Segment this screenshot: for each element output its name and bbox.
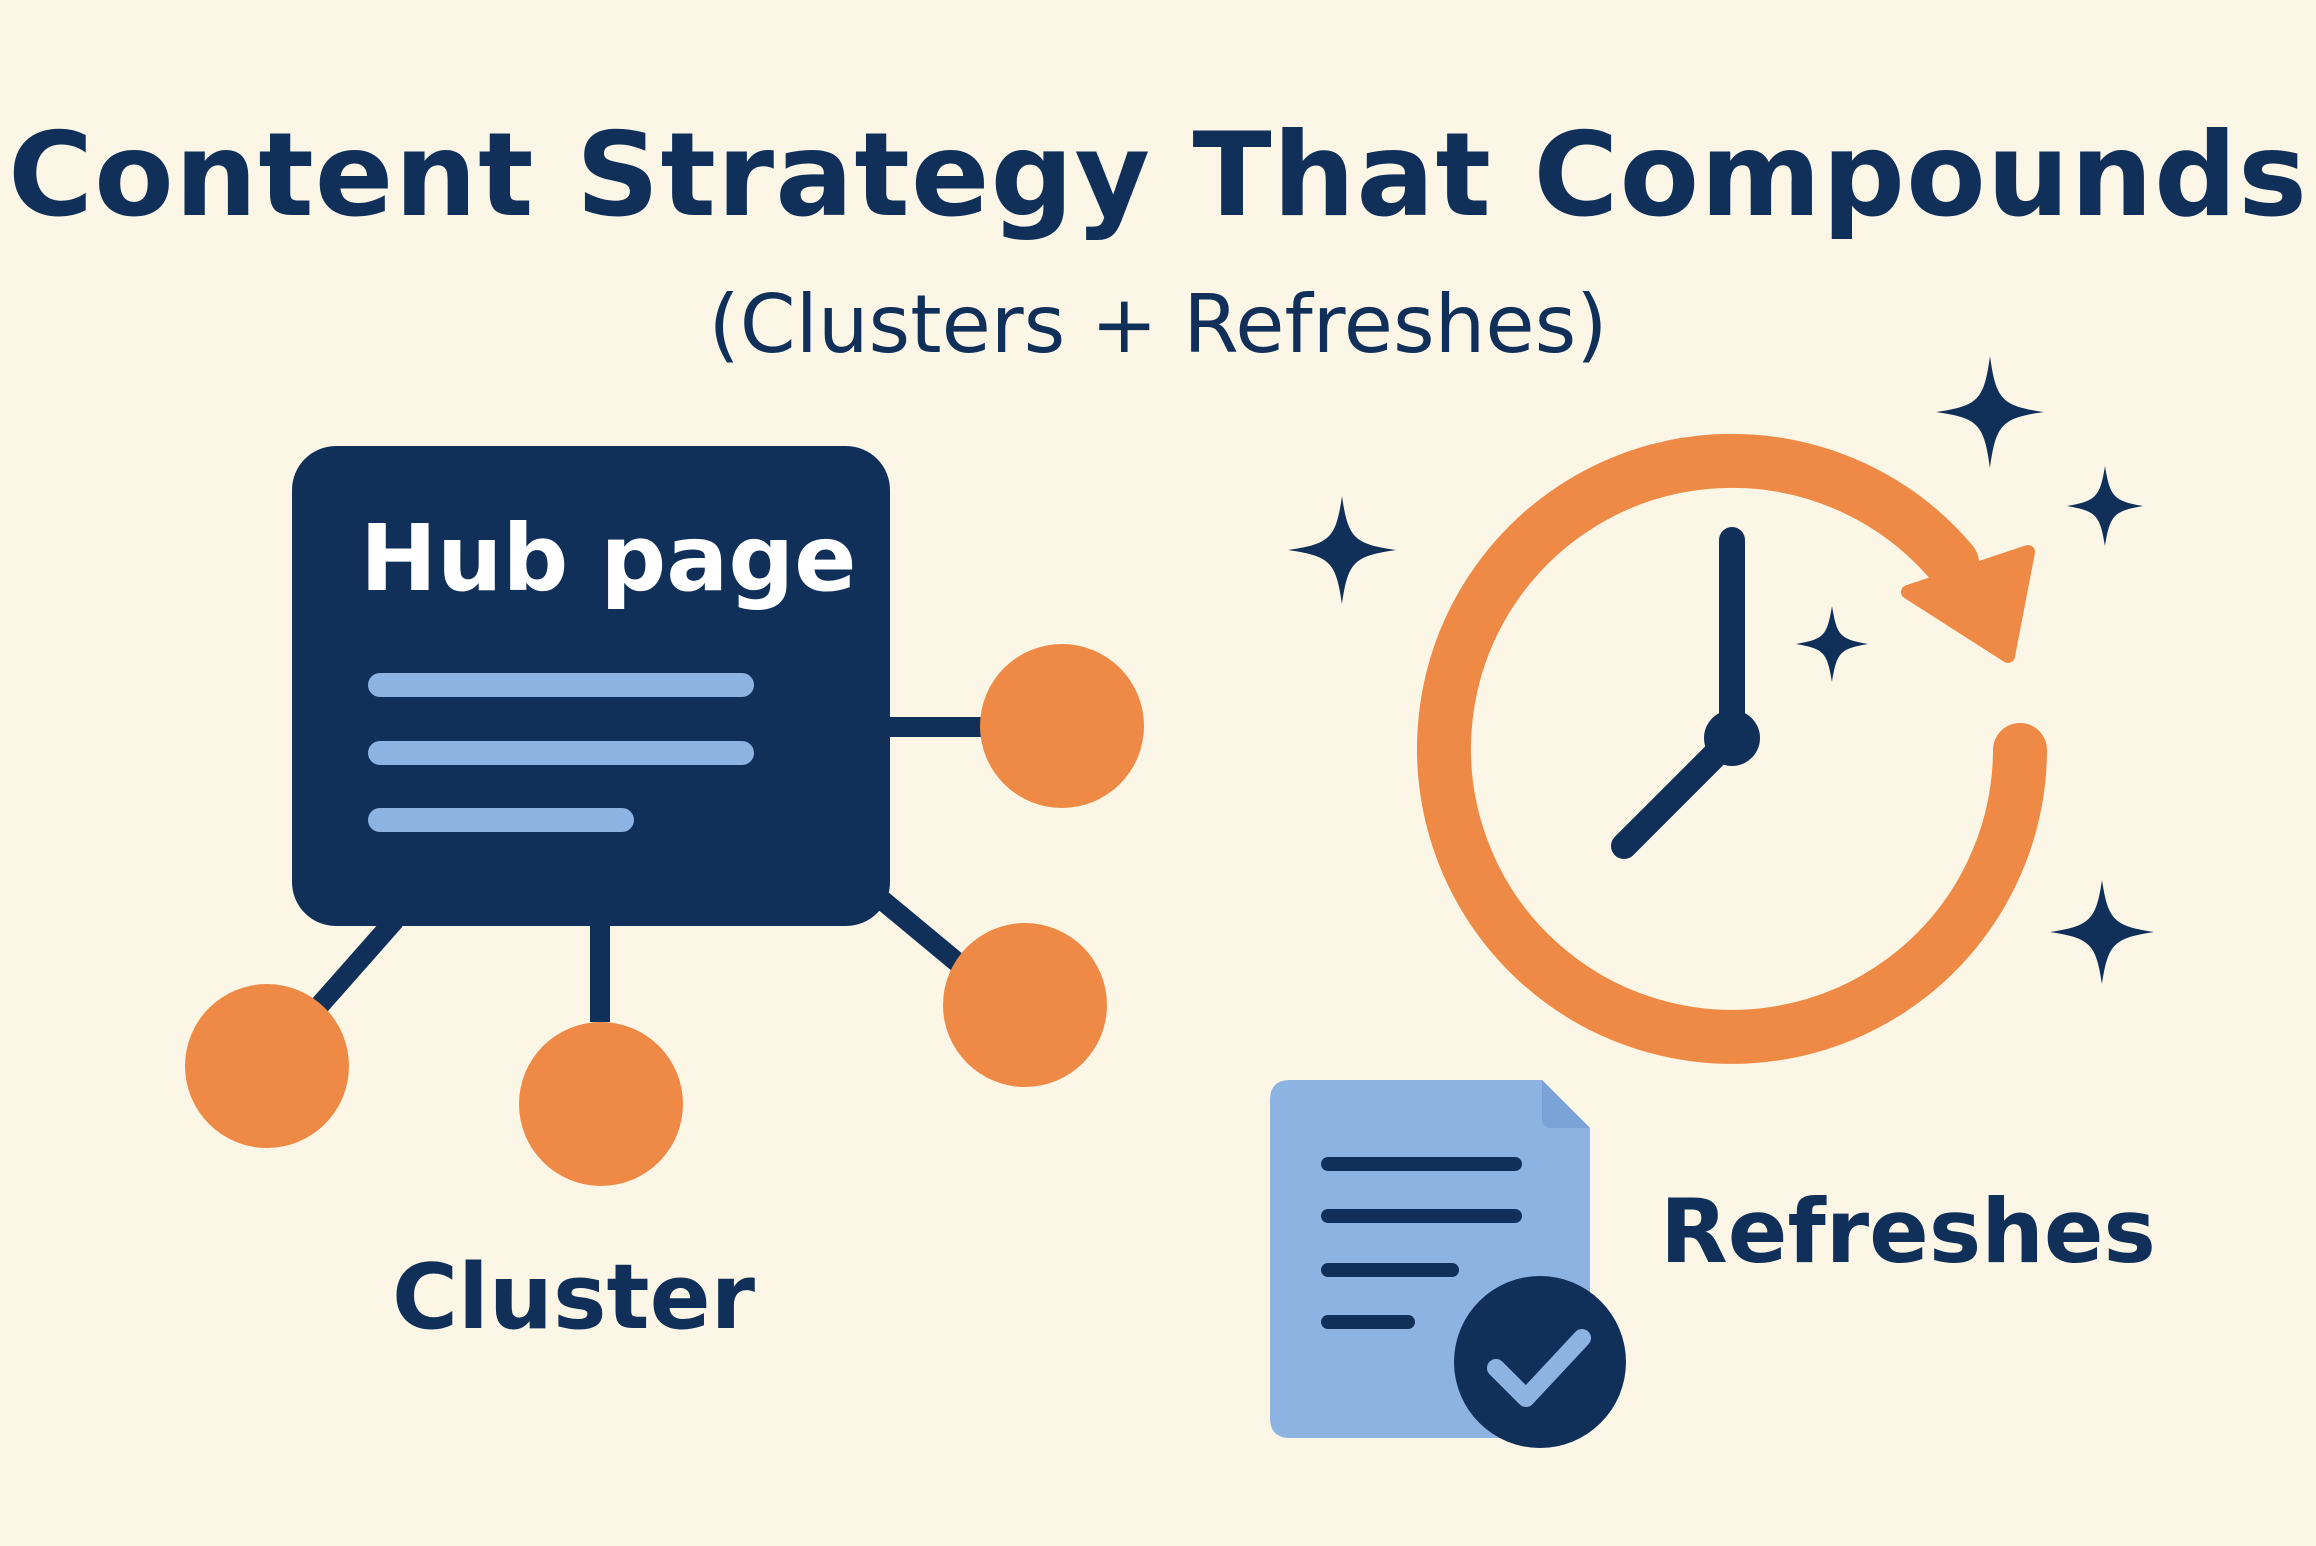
page-subtitle: (Clusters + Refreshes) xyxy=(708,278,1608,371)
sparkle-icon xyxy=(1288,496,1396,604)
page-title: Content Strategy That Compounds xyxy=(7,108,2309,243)
check-badge xyxy=(1454,1276,1626,1448)
refreshes-label: Refreshes xyxy=(1660,1180,2156,1283)
check-icon xyxy=(1487,1329,1591,1407)
cluster-node-icon xyxy=(185,984,349,1148)
connector-left xyxy=(304,913,403,1021)
clock-center xyxy=(1704,710,1760,766)
sparkle-icon xyxy=(1936,356,2044,468)
document-text-lines xyxy=(1321,1157,1522,1329)
document-fold xyxy=(1542,1080,1590,1128)
hub-page-label: Hub page xyxy=(360,505,857,612)
connector-lower-right xyxy=(863,882,971,976)
cluster-node-icon xyxy=(519,1022,683,1186)
document-lines-icon xyxy=(368,673,754,832)
cluster-node-icon xyxy=(980,644,1144,808)
sparkles xyxy=(1288,356,2154,984)
sparkle-icon xyxy=(1796,606,1868,682)
refresh-arrow-arc xyxy=(1417,433,2047,1064)
refresh-clock-icon xyxy=(1417,433,2047,1064)
cluster-node-icon xyxy=(943,923,1107,1087)
cluster-label: Cluster xyxy=(392,1245,755,1350)
checked-document-icon xyxy=(1270,1080,1626,1448)
refresh-arrowhead-icon xyxy=(1901,545,2035,663)
sparkle-icon xyxy=(2050,880,2154,984)
sparkle-icon xyxy=(2067,466,2143,546)
cluster-connectors xyxy=(304,717,990,1022)
